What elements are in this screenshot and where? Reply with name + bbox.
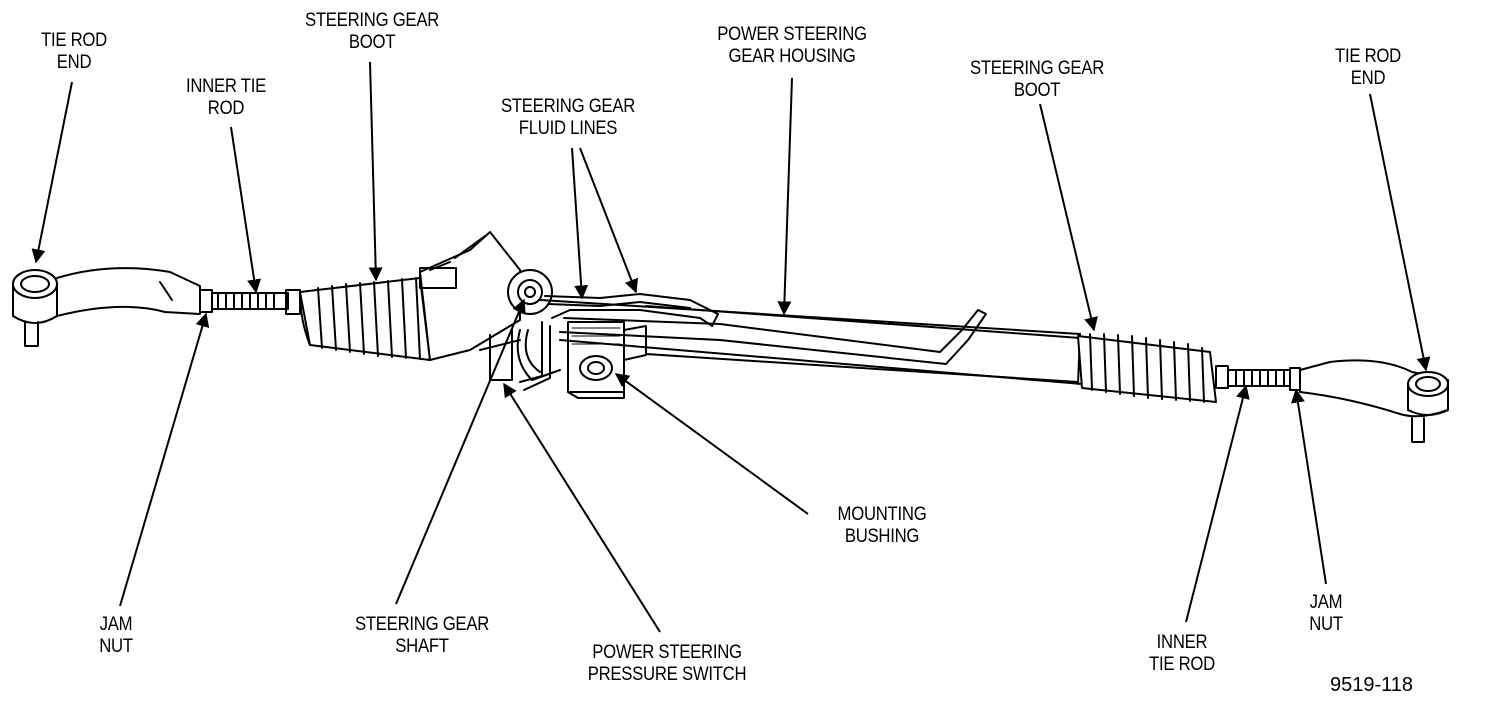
steering-gear-boot-left-part — [299, 277, 431, 361]
tie-rod-end-left-part — [12, 267, 201, 347]
fluid-lines-part — [519, 293, 987, 391]
leader-tie-rod-end-right — [1369, 93, 1431, 372]
leader-mounting-bushing — [614, 373, 809, 515]
gear-housing-part — [539, 299, 1083, 385]
inner-tie-rod-right-part — [1215, 365, 1301, 391]
leader-jam-nut-right — [1291, 388, 1327, 585]
figure-number: 9519-118 — [1330, 674, 1414, 696]
leader-jam-nut-left — [119, 312, 210, 607]
leader-steering-gear-boot-left — [368, 61, 383, 282]
leader-steering-gear-boot-right — [1039, 103, 1098, 332]
leader-fluid-lines-a — [571, 147, 589, 300]
leader-inner-tie-rod-right — [1185, 384, 1250, 623]
valve-body-part — [419, 231, 561, 381]
steering-gear-boot-right-part — [1077, 333, 1217, 403]
inner-tie-rod-left-part — [199, 289, 301, 315]
leader-tie-rod-end-left — [31, 81, 73, 264]
leader-fluid-lines-b — [579, 147, 638, 294]
leader-gear-housing — [777, 77, 793, 316]
tie-rod-end-right-part — [1299, 359, 1449, 443]
leader-steering-gear-shaft — [395, 298, 526, 605]
leader-inner-tie-rod-left — [230, 126, 262, 294]
leader-pressure-switch — [503, 382, 661, 633]
